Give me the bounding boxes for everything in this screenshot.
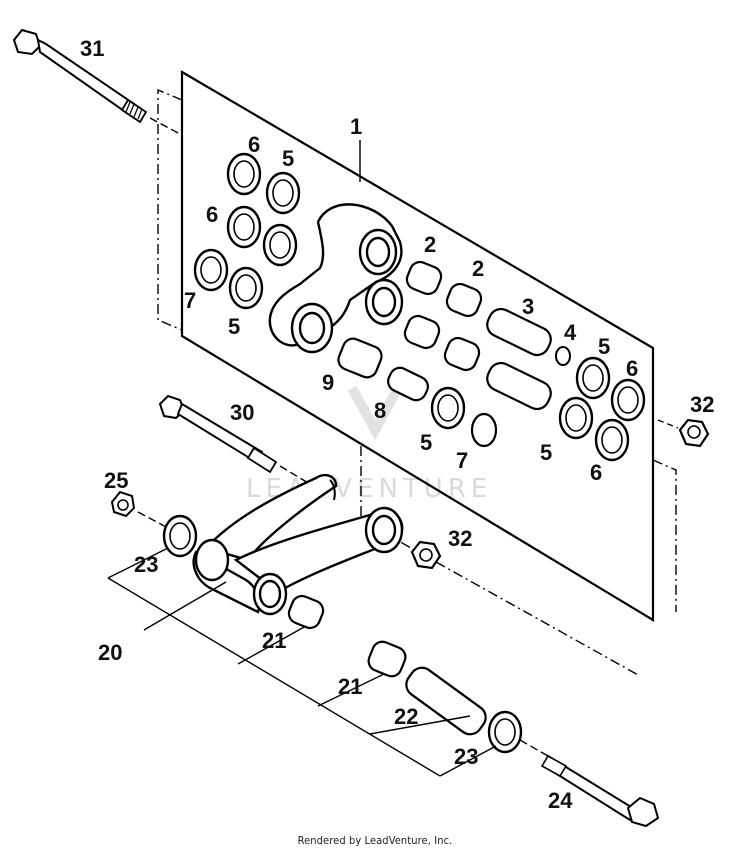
callout-5: 5 (420, 430, 432, 455)
bolt-31 (12, 28, 181, 135)
pull-rod (192, 474, 404, 616)
callout-31: 31 (80, 36, 104, 61)
callout-2: 2 (424, 232, 436, 257)
callout-2: 2 (472, 256, 484, 281)
callouts: 31 1 6 5 6 7 5 2 2 3 4 5 6 9 8 5 7 5 6 3… (80, 36, 714, 813)
callout-5: 5 (228, 314, 240, 339)
callout-8: 8 (374, 398, 386, 423)
callout-21: 21 (338, 674, 362, 699)
callout-6: 6 (626, 356, 638, 381)
callout-30: 30 (230, 400, 254, 425)
callout-24: 24 (548, 788, 573, 813)
callout-3: 3 (522, 294, 534, 319)
callout-7: 7 (456, 448, 468, 473)
callout-22: 22 (394, 704, 418, 729)
leader-lines (107, 547, 497, 777)
footer-credit: Rendered by LeadVenture, Inc. (297, 834, 453, 847)
nut-32-upper (657, 418, 710, 448)
small-hardware (110, 490, 442, 630)
callout-5: 5 (282, 146, 294, 171)
needle-bearings (337, 260, 571, 411)
callout-5: 5 (598, 334, 610, 359)
callout-4: 4 (564, 320, 577, 345)
callout-23: 23 (134, 552, 158, 577)
callout-32: 32 (690, 392, 714, 417)
callout-23: 23 (454, 744, 478, 769)
callout-32: 32 (448, 526, 472, 551)
bearing-seals-right (430, 356, 646, 462)
callout-1: 1 (350, 114, 362, 139)
rocker-link (268, 203, 404, 354)
callout-6: 6 (590, 460, 602, 485)
callout-5: 5 (540, 440, 552, 465)
callout-6: 6 (248, 132, 260, 157)
callout-6: 6 (206, 202, 218, 227)
callout-9: 9 (322, 370, 334, 395)
callout-21: 21 (262, 628, 286, 653)
lower-hardware (367, 640, 660, 828)
callout-20: 20 (98, 640, 122, 665)
callout-25: 25 (104, 468, 128, 493)
bearing-seals-left (193, 152, 301, 310)
callout-7: 7 (184, 288, 196, 313)
